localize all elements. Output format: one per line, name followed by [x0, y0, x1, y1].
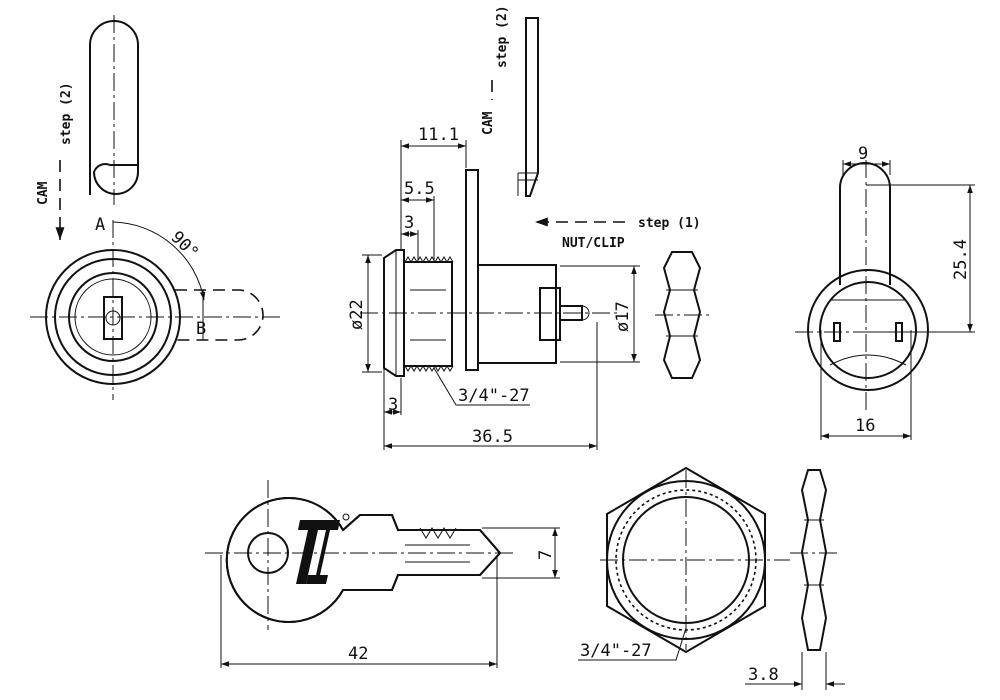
step2-label-top: step (2): [495, 5, 510, 68]
dim-36-5: 36.5: [472, 427, 513, 447]
cam-label-top: CAM: [481, 111, 496, 135]
brand-logo: [296, 513, 350, 584]
lock-rear-view: 9 25.4 16: [795, 144, 975, 440]
step1-label: step (1): [638, 216, 701, 231]
cam-label-left: CAM: [36, 181, 51, 205]
lock-side-view: 11.1 5.5 3 ø22 ø17 3/4"-27 3 36.5: [347, 125, 640, 450]
point-b-label: B: [196, 319, 206, 339]
dim-dia22: ø22: [347, 299, 367, 330]
dim-3-bottom: 3: [388, 395, 398, 415]
dim-thread-nut: 3/4"-27: [580, 641, 652, 661]
dim-16: 16: [855, 416, 875, 436]
cam-top-view: step (2) CAM step (1) NUT/CLIP: [481, 5, 701, 251]
dim-thread-side: 3/4"-27: [458, 386, 530, 406]
cam-left-view: CAM step (2): [36, 15, 139, 240]
nut-clip-label: NUT/CLIP: [562, 236, 625, 251]
dim-42: 42: [348, 644, 368, 664]
dim-25-4: 25.4: [951, 239, 971, 280]
point-a-label: A: [95, 215, 105, 235]
dim-7: 7: [536, 550, 556, 560]
dim-3-8: 3.8: [748, 665, 779, 685]
nut-side-profile: [655, 251, 710, 379]
key-view: 42 7: [205, 480, 560, 668]
nut-side-profile-bottom: 3.8: [745, 469, 845, 690]
step2-label-left: step (2): [59, 82, 74, 145]
dim-11-1: 11.1: [418, 125, 459, 145]
hex-nut-front: 3/4"-27: [578, 466, 790, 661]
lock-front-view: A B 90°: [30, 215, 280, 400]
dim-3-top: 3: [404, 213, 414, 233]
dim-9: 9: [858, 144, 868, 164]
dim-5-5: 5.5: [404, 179, 435, 199]
angle-90-label: 90°: [166, 227, 202, 263]
dim-dia17: ø17: [613, 301, 633, 332]
